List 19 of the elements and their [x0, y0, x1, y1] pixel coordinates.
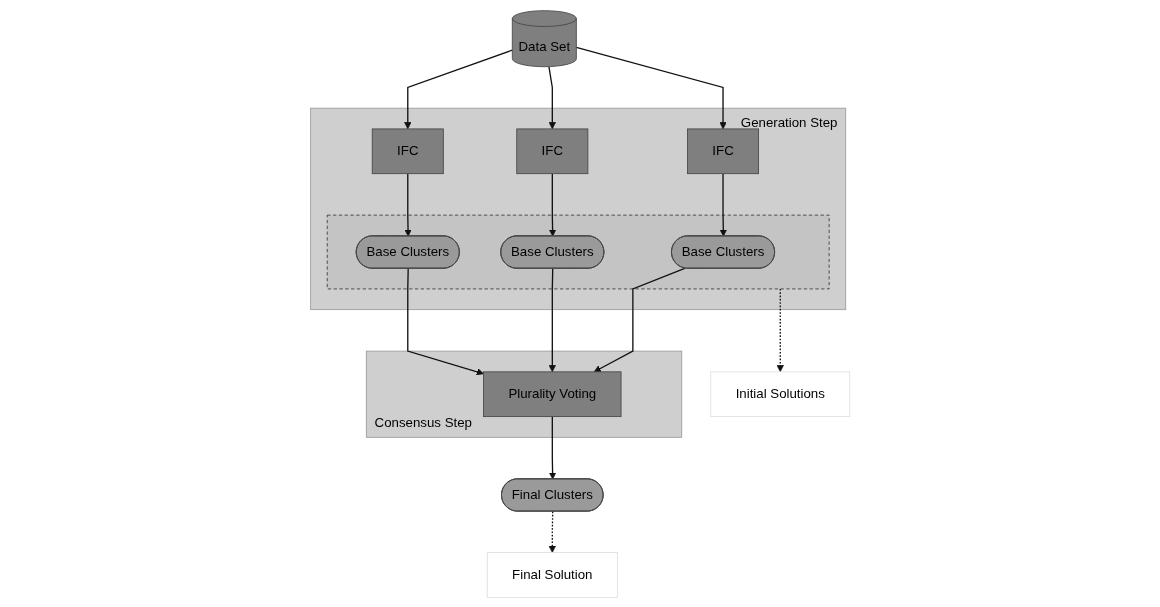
node-box: Plurality Voting [482, 370, 622, 417]
arrow [548, 510, 556, 553]
arrow [403, 48, 513, 129]
node-box: IFC [371, 128, 444, 174]
node-box: Final Solution [486, 551, 618, 598]
node-box: IFC [686, 128, 759, 174]
arrow [548, 65, 556, 129]
node-box: Initial Solutions [710, 370, 850, 417]
arrow [548, 172, 557, 237]
arrow [776, 287, 784, 372]
arrow [406, 267, 484, 375]
arrow [548, 415, 557, 480]
cluster [326, 214, 830, 289]
arrow [548, 267, 556, 372]
node-box: IFC [516, 128, 589, 174]
arrow [593, 267, 686, 372]
arrow [719, 172, 727, 237]
arrow [575, 46, 727, 129]
arrow [404, 172, 412, 237]
